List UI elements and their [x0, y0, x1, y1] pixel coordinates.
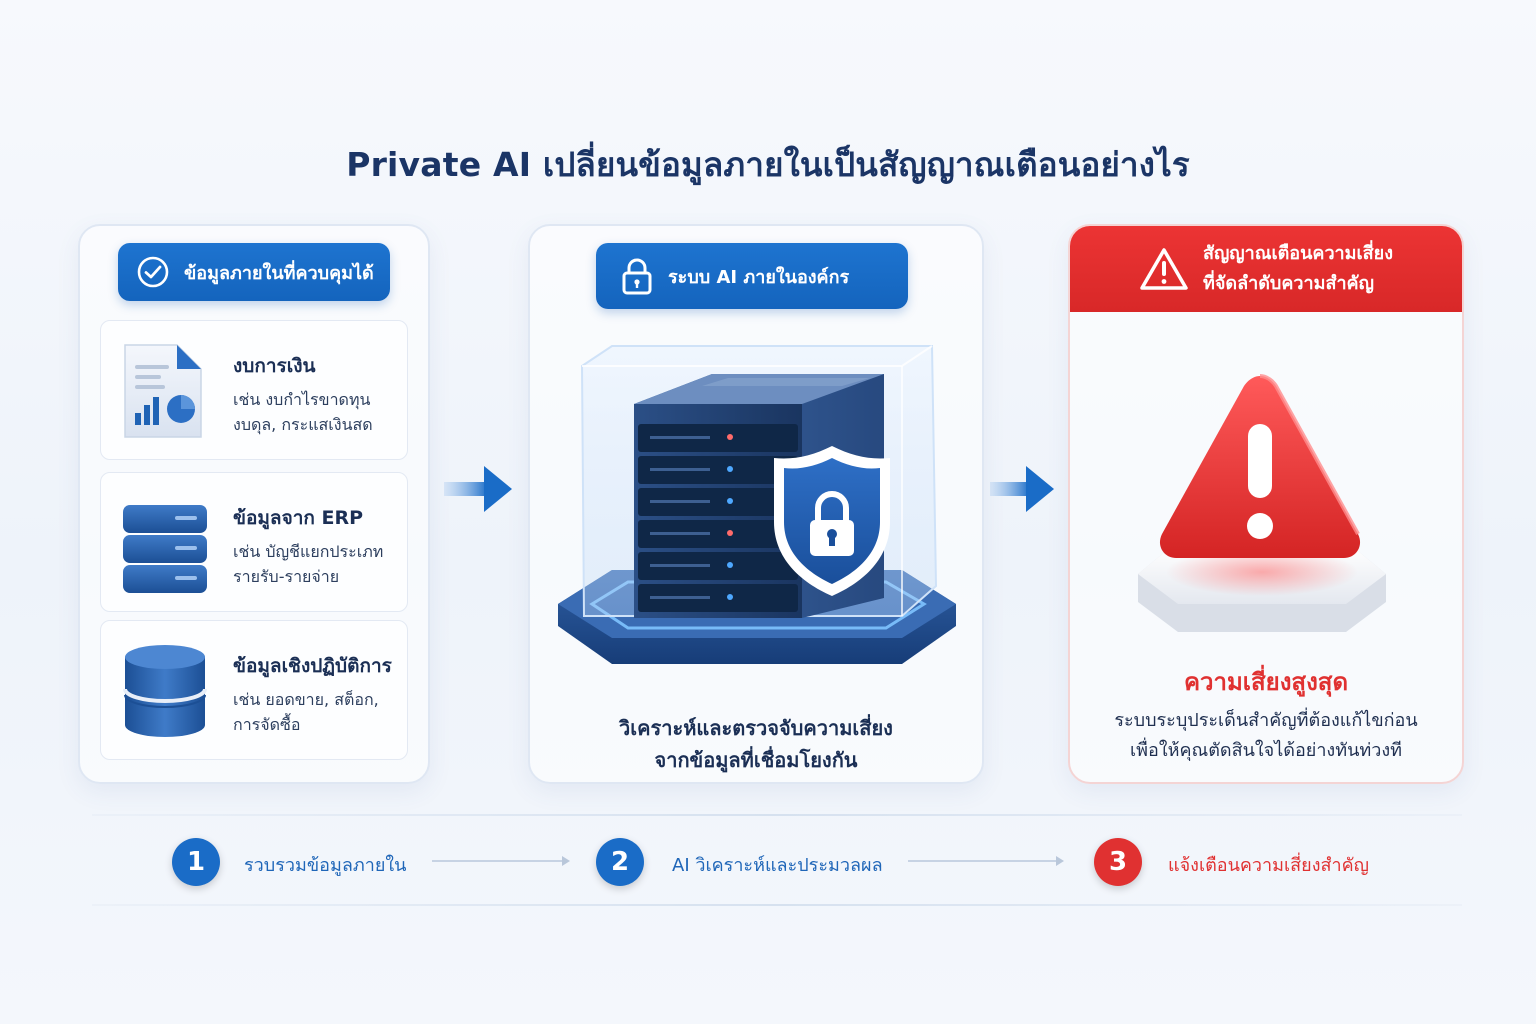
operational-data-desc: เช่น ยอดขาย, สต็อก, การจัดซื้อ	[233, 687, 403, 737]
caption-line: จากข้อมูลที่เชื่อมโยงกัน	[654, 748, 858, 772]
flow-arrow-icon	[990, 466, 1054, 512]
divider	[92, 904, 1462, 906]
list-item-operational-data: ข้อมูลเชิงปฏิบัติการ เช่น ยอดขาย, สต็อก,…	[100, 620, 408, 760]
operational-data-title: ข้อมูลเชิงปฏิบัติการ	[233, 655, 392, 677]
desc-line: เพื่อให้คุณตัดสินใจได้อย่างทันท่วงที	[1129, 740, 1403, 761]
step-1-label: รวบรวมข้อมูลภายใน	[244, 855, 407, 876]
list-item-erp-data: ข้อมูลจาก ERP เช่น บัญชีแยกประเภท รายรับ…	[100, 472, 408, 612]
step-connector	[908, 856, 1064, 866]
desc-line: รายรับ-รายจ่าย	[233, 567, 340, 586]
desc-line: งบดุล, กระแสเงินสด	[233, 415, 373, 434]
financial-statements-desc: เช่น งบกำไรขาดทุน งบดุล, กระแสเงินสด	[233, 387, 403, 437]
alert-triangle-icon	[1138, 374, 1386, 632]
risk-alert-panel: สัญญาณเตือนความเสี่ยง ที่จัดลำดับความสำค…	[1068, 224, 1464, 784]
desc-line: ระบบระบุประเด็นสำคัญที่ต้องแก้ไขก่อน	[1114, 710, 1418, 731]
highest-risk-desc: ระบบระบุประเด็นสำคัญที่ต้องแก้ไขก่อน เพื…	[1070, 706, 1462, 766]
list-item-financial-statements: งบการเงิน เช่น งบกำไรขาดทุน งบดุล, กระแส…	[100, 320, 408, 460]
internal-ai-badge-label: ระบบ AI ภายในองค์กร	[668, 266, 850, 288]
desc-line: เช่น ยอดขาย, สต็อก,	[233, 690, 379, 709]
controlled-data-badge: ข้อมูลภายในที่ควบคุมได้	[118, 243, 390, 301]
header-line: ที่จัดลำดับความสำคัญ	[1202, 273, 1374, 294]
page-title: Private AI เปลี่ยนข้อมูลภายในเป็นสัญญาณเ…	[346, 145, 1190, 184]
financial-statements-title: งบการเงิน	[233, 355, 316, 377]
secure-server-shield-icon	[558, 345, 956, 664]
desc-line: เช่น งบกำไรขาดทุน	[233, 390, 371, 409]
lock-icon	[622, 258, 652, 295]
erp-data-title: ข้อมูลจาก ERP	[233, 507, 364, 529]
risk-alert-header-title: สัญญาณเตือนความเสี่ยง ที่จัดลำดับความสำค…	[1203, 239, 1393, 299]
divider	[92, 814, 1462, 816]
warning-triangle-icon	[1140, 248, 1188, 290]
step-3-label: แจ้งเตือนความเสี่ยงสำคัญ	[1168, 855, 1369, 876]
internal-data-panel: ข้อมูลภายในที่ควบคุมได้ งบการเงิน เช่น ง…	[78, 224, 430, 784]
caption-line: วิเคราะห์และตรวจจับความเสี่ยง	[619, 716, 893, 740]
step-connector	[432, 856, 570, 866]
ai-analysis-caption: วิเคราะห์และตรวจจับความเสี่ยง จากข้อมูลท…	[530, 712, 982, 776]
server-stack-icon	[123, 505, 207, 593]
financial-document-icon	[124, 344, 202, 438]
desc-line: การจัดซื้อ	[233, 715, 301, 734]
controlled-data-badge-label: ข้อมูลภายในที่ควบคุมได้	[184, 262, 374, 284]
step-3-number: 3	[1094, 838, 1142, 886]
database-icon	[123, 645, 207, 737]
header-line: สัญญาณเตือนความเสี่ยง	[1202, 243, 1394, 264]
highest-risk-title: ความเสี่ยงสูงสุด	[1183, 668, 1349, 696]
check-circle-icon	[137, 256, 169, 288]
desc-line: เช่น บัญชีแยกประเภท	[233, 542, 384, 561]
risk-alert-header: สัญญาณเตือนความเสี่ยง ที่จัดลำดับความสำค…	[1070, 226, 1462, 312]
step-2-label: AI วิเคราะห์และประมวลผล	[672, 855, 883, 876]
step-2-number: 2	[596, 838, 644, 886]
flow-arrow-icon	[444, 466, 512, 512]
erp-data-desc: เช่น บัญชีแยกประเภท รายรับ-รายจ่าย	[233, 539, 403, 589]
internal-ai-badge: ระบบ AI ภายในองค์กร	[596, 243, 908, 309]
step-1-number: 1	[172, 838, 220, 886]
internal-ai-panel: ระบบ AI ภายในองค์กร	[528, 224, 984, 784]
